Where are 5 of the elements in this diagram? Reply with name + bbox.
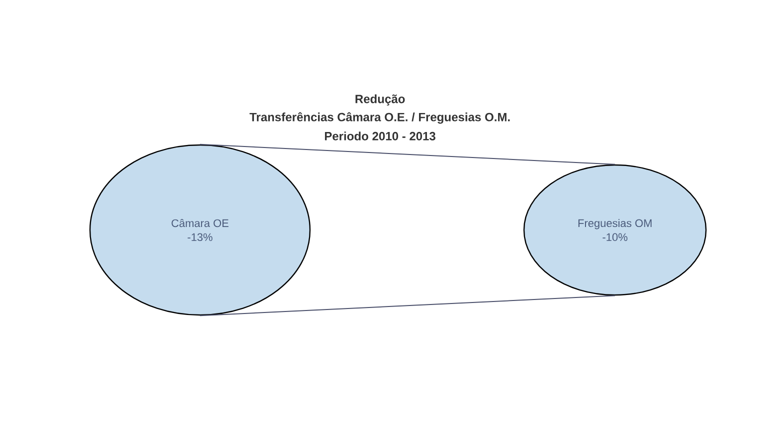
connector-line — [200, 295, 616, 316]
subtitle: Periodo 2010 - 2013 — [324, 132, 436, 140]
subtitle: Transferências Câmara O.E. / Freguesias O.M. — [250, 112, 510, 124]
connector-line — [200, 144, 616, 165]
title: Redução — [356, 94, 405, 106]
